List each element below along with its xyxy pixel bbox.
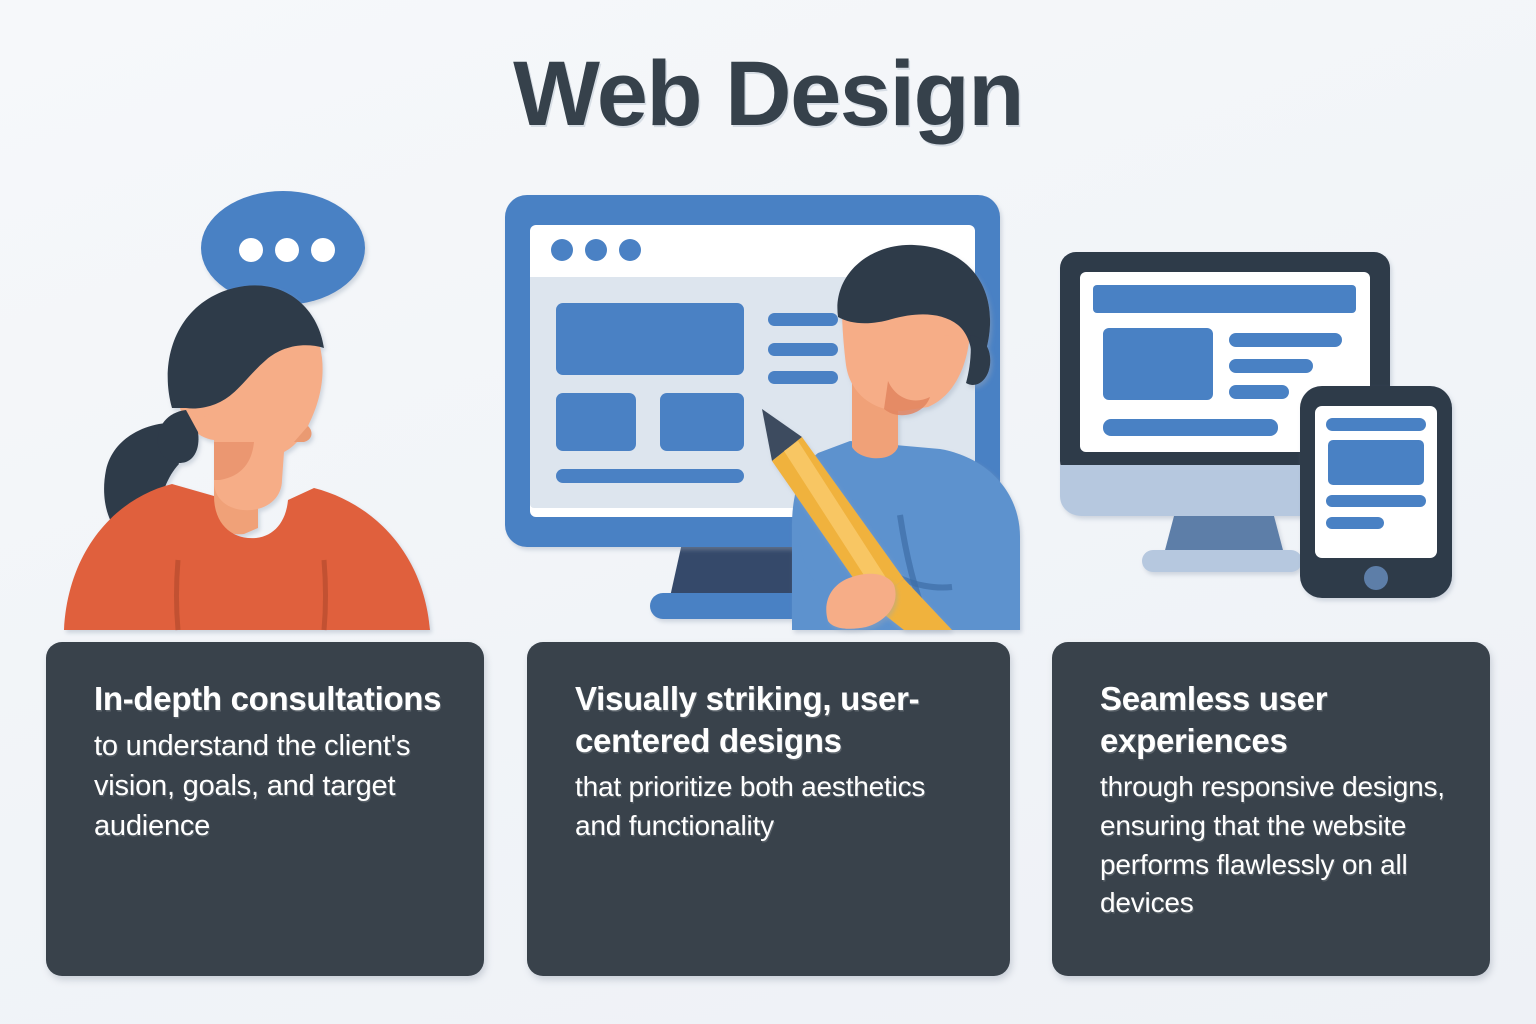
desktop-text-2 bbox=[1229, 359, 1313, 373]
content-block-1 bbox=[556, 393, 636, 451]
hand bbox=[826, 573, 896, 629]
desktop-text-1 bbox=[1229, 333, 1342, 347]
desktop-screen bbox=[1080, 272, 1370, 452]
dot-1 bbox=[239, 238, 263, 262]
hero-block bbox=[556, 303, 744, 375]
dot-3 bbox=[311, 238, 335, 262]
window-dot-3 bbox=[619, 239, 641, 261]
page-title: Web Design bbox=[513, 43, 1024, 145]
bottom-bar bbox=[556, 469, 744, 483]
illustration-responsive-devices bbox=[1052, 240, 1490, 630]
window-dot-1 bbox=[551, 239, 573, 261]
tablet-text-2 bbox=[1326, 517, 1384, 529]
desktop-header-bar bbox=[1093, 285, 1356, 313]
tablet-header-bar bbox=[1326, 418, 1426, 431]
tablet-layout-blocks bbox=[1326, 418, 1426, 529]
text-line-1 bbox=[768, 313, 838, 326]
window-dot-2 bbox=[585, 239, 607, 261]
card-heading: In-depth consultations bbox=[94, 680, 442, 717]
card-body: that prioritize both aesthetics and func… bbox=[575, 771, 926, 842]
cards-row: In-depth consultations to understand the… bbox=[0, 642, 1536, 982]
woman-profile bbox=[64, 285, 430, 631]
card-designs[interactable]: Visually striking, user-centered designs… bbox=[527, 642, 1010, 976]
card-body: to understand the client's vision, goals… bbox=[94, 730, 411, 843]
home-button bbox=[1364, 566, 1388, 590]
monitor-stand bbox=[1164, 516, 1284, 554]
tablet-device bbox=[1300, 386, 1452, 598]
shirt bbox=[64, 484, 430, 630]
desktop-layout-blocks bbox=[1093, 285, 1356, 436]
desktop-monitor bbox=[1060, 252, 1390, 572]
pencil-tip bbox=[762, 409, 802, 461]
card-body: through responsive designs, ensuring tha… bbox=[1100, 771, 1445, 919]
card-consultations[interactable]: In-depth consultations to understand the… bbox=[46, 642, 484, 976]
hair bbox=[167, 285, 324, 409]
window-dots bbox=[551, 239, 641, 261]
desktop-image-block bbox=[1103, 328, 1213, 400]
content-block-2 bbox=[660, 393, 744, 451]
tablet-image-block bbox=[1328, 440, 1424, 485]
text-line-3 bbox=[768, 371, 838, 384]
dot-2 bbox=[275, 238, 299, 262]
card-heading: Seamless user experiences bbox=[1100, 680, 1328, 760]
desktop-footer-bar bbox=[1103, 419, 1278, 436]
illustration-designer-monitor bbox=[500, 185, 1020, 630]
hair bbox=[837, 244, 991, 377]
illustration-client-consultation bbox=[46, 180, 484, 631]
tablet-text-1 bbox=[1326, 495, 1426, 507]
ear bbox=[930, 335, 962, 375]
monitor-base bbox=[1142, 550, 1302, 572]
text-line-2 bbox=[768, 343, 838, 356]
card-heading: Visually striking, user-centered designs bbox=[575, 680, 920, 760]
desktop-text-3 bbox=[1229, 385, 1289, 399]
card-experiences[interactable]: Seamless user experiences through respon… bbox=[1052, 642, 1490, 976]
